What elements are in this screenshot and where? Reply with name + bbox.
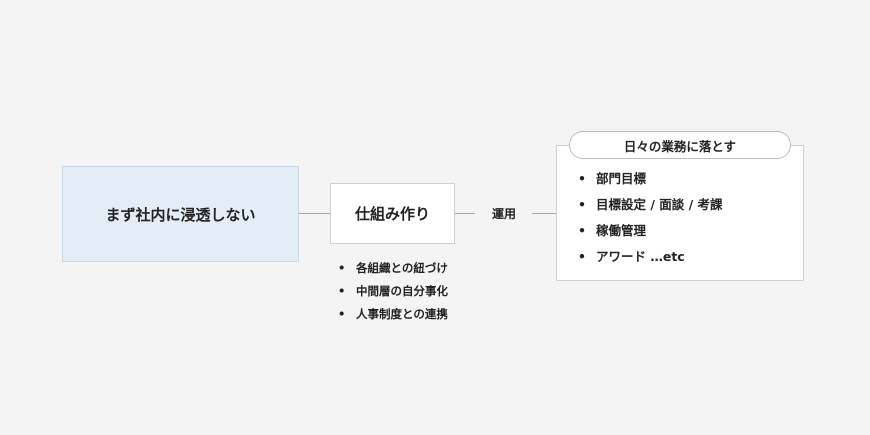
mechanism-list-item: 中間層の自分事化: [338, 283, 448, 306]
connector-line: [299, 213, 330, 214]
daily-work-header: 日々の業務に落とす: [569, 131, 791, 159]
start-box-label: まず社内に浸透しない: [105, 205, 256, 224]
connector-line: [532, 213, 556, 214]
mechanism-list: 各組織との紐づけ 中間層の自分事化 人事制度との連携: [338, 260, 448, 329]
connector-label: 運用: [491, 207, 516, 221]
daily-work-header-label: 日々の業務に落とす: [623, 138, 737, 154]
mechanism-box: 仕組み作り: [330, 183, 455, 244]
daily-work-list-item: 稼働管理: [578, 222, 723, 248]
connector-line: [455, 213, 475, 214]
mechanism-box-label: 仕組み作り: [354, 205, 430, 223]
mechanism-list-item: 各組織との紐づけ: [338, 260, 448, 283]
daily-work-list-item: 部門目標: [578, 170, 723, 196]
daily-work-list-item: アワード …etc: [578, 248, 723, 274]
daily-work-list-item: 目標設定 / 面談 / 考課: [578, 196, 723, 222]
mechanism-list-item: 人事制度との連携: [338, 306, 448, 329]
start-box: まず社内に浸透しない: [62, 166, 299, 262]
daily-work-list: 部門目標 目標設定 / 面談 / 考課 稼働管理 アワード …etc: [578, 170, 723, 274]
